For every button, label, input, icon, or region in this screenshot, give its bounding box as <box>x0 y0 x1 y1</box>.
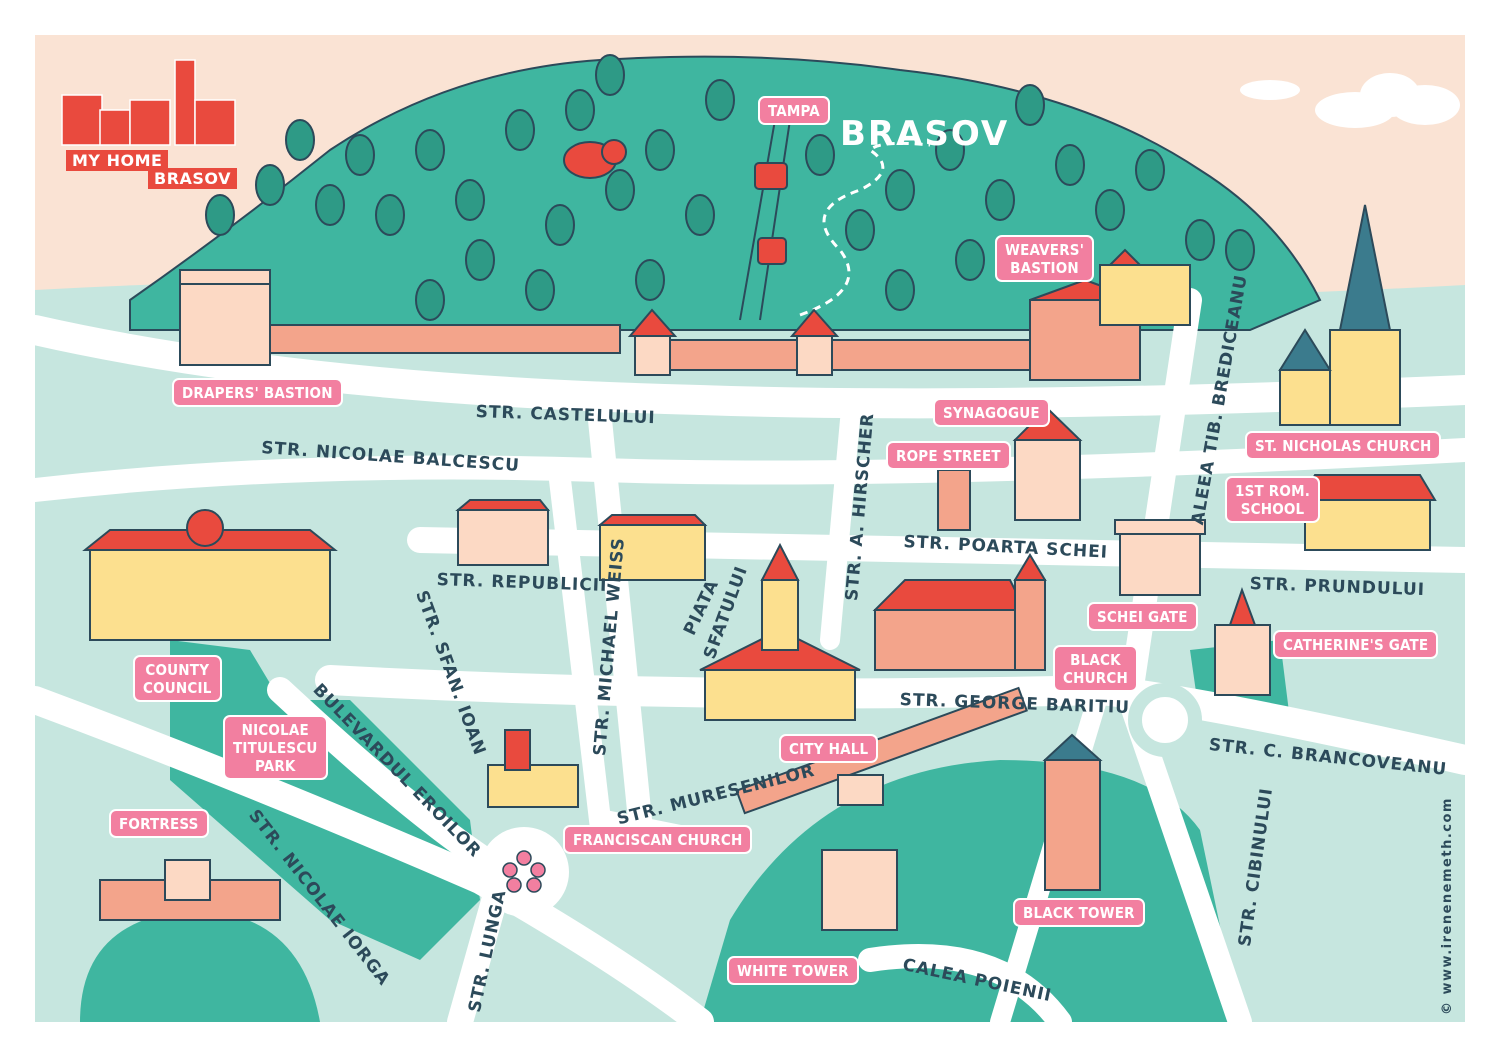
city-wall-east <box>669 339 1031 371</box>
pin-county-council[interactable]: COUNTY COUNCIL <box>133 655 222 702</box>
pin-rope-street[interactable]: ROPE STREET <box>886 441 1011 470</box>
catherines-gate-building <box>1214 587 1271 696</box>
city-wall <box>269 324 621 354</box>
black-church-building <box>872 553 1047 671</box>
pin-first-romanian-school[interactable]: 1ST ROM. SCHOOL <box>1225 476 1321 523</box>
white-tower-building <box>821 774 898 931</box>
flower-bed-icon <box>502 850 546 893</box>
roundabout-east <box>1128 683 1202 757</box>
pin-city-hall[interactable]: CITY HALL <box>779 734 879 763</box>
pin-franciscan-church[interactable]: FRANCISCAN CHURCH <box>563 825 753 854</box>
city-hall-building <box>699 542 861 721</box>
pin-synagogue[interactable]: SYNAGOGUE <box>933 398 1050 427</box>
pin-tampa[interactable]: TAMPA <box>758 96 830 125</box>
cloud-icon <box>1240 73 1460 128</box>
pin-drapers-bastion[interactable]: DRAPERS' BASTION <box>172 378 343 407</box>
pin-fortress[interactable]: FORTRESS <box>109 809 209 838</box>
pin-black-church[interactable]: BLACK CHURCH <box>1053 645 1138 692</box>
rope-street-arch <box>937 469 971 531</box>
cable-car-icon <box>757 237 787 265</box>
franciscan-church-building <box>487 729 579 808</box>
fortress-building <box>99 859 281 921</box>
pin-weavers-bastion[interactable]: WEAVERS' BASTION <box>995 235 1095 282</box>
city-title: BRASOV <box>840 114 1010 154</box>
st-nicholas-church-building <box>1278 204 1401 426</box>
schei-gate-building <box>1114 519 1206 596</box>
pin-schei-gate[interactable]: SCHEI GATE <box>1087 602 1198 631</box>
credit-text: © www.irenenemeth.com <box>1440 797 1455 1015</box>
pin-titulescu-park[interactable]: NICOLAE TITULESCU PARK <box>223 715 328 780</box>
roundabout <box>479 827 569 917</box>
hiking-path <box>799 141 931 317</box>
black-tower-building <box>1042 733 1103 891</box>
pin-st-nicholas-church[interactable]: ST. NICHOLAS CHURCH <box>1245 431 1442 460</box>
bear-icon <box>563 139 627 179</box>
cable-line <box>739 119 776 321</box>
pin-white-tower[interactable]: WHITE TOWER <box>727 956 859 985</box>
weavers-bastion-building <box>1029 248 1191 381</box>
pin-black-tower[interactable]: BLACK TOWER <box>1013 898 1145 927</box>
gate-tower <box>627 308 840 376</box>
drapers-bastion-building <box>179 269 271 366</box>
logo-icon <box>61 59 236 146</box>
pin-catherines-gate[interactable]: CATHERINE'S GATE <box>1273 630 1439 659</box>
logo-line2: BRASOV <box>148 168 237 189</box>
county-council-building <box>82 509 338 641</box>
logo-line1: MY HOME <box>66 150 169 171</box>
market-buildings <box>455 499 708 581</box>
cable-car-icon <box>754 162 788 190</box>
fortress-hill <box>80 910 320 1022</box>
forest-trees <box>205 54 1255 321</box>
first-romanian-school-building <box>1298 474 1437 551</box>
